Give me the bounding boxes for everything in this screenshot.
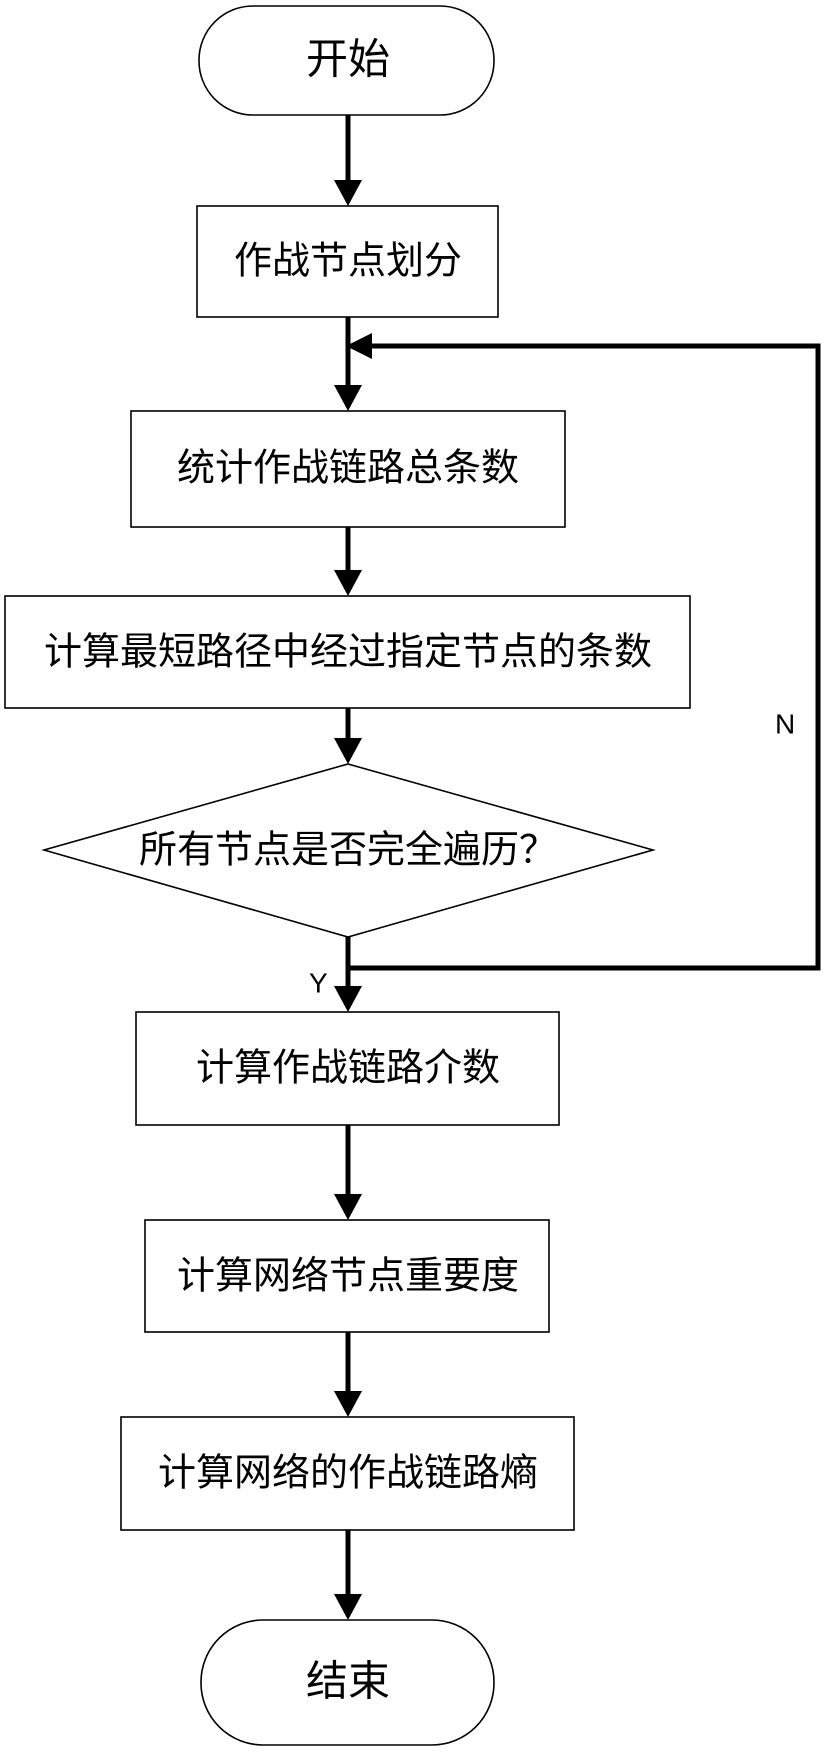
branch-yes-label: Y: [309, 967, 328, 998]
shortest-paths-node: 计算最短路径中经过指定节点的条数: [4, 595, 691, 709]
arrowhead-icon: [334, 385, 362, 411]
branch-no-label: N: [775, 708, 795, 739]
arrowhead-icon: [334, 1391, 362, 1417]
arrowhead-icon: [334, 1594, 362, 1620]
arrowhead-icon: [334, 738, 362, 764]
arrowhead-icon: [346, 333, 372, 359]
importance-node: 计算网络节点重要度: [144, 1219, 550, 1333]
arrowhead-icon: [334, 180, 362, 206]
decision-node: 所有节点是否完全遍历？: [41, 763, 656, 938]
end-label: 结束: [306, 1657, 390, 1706]
entropy-label: 计算网络的作战链路熵: [158, 1451, 538, 1495]
start-label: 开始: [306, 35, 390, 84]
connectors: [334, 115, 821, 1620]
importance-label: 计算网络节点重要度: [177, 1254, 519, 1298]
divide-node: 作战节点划分: [196, 205, 499, 318]
count-links-node: 统计作战链路总条数: [130, 410, 566, 528]
count-links-label: 统计作战链路总条数: [177, 446, 519, 490]
loop-back-no-path: [348, 343, 821, 971]
arrowhead-icon: [334, 1194, 362, 1220]
end-node: 结束: [200, 1619, 495, 1746]
decision-label: 所有节点是否完全遍历？: [139, 828, 557, 872]
start-node: 开始: [198, 5, 495, 116]
shortest-paths-label: 计算最短路径中经过指定节点的条数: [44, 630, 652, 674]
betweenness-node: 计算作战链路介数: [135, 1011, 560, 1126]
divide-label: 作战节点划分: [234, 239, 462, 283]
betweenness-label: 计算作战链路介数: [196, 1046, 500, 1090]
entropy-node: 计算网络的作战链路熵: [120, 1416, 575, 1531]
arrowhead-icon: [334, 570, 362, 596]
arrowhead-icon: [334, 986, 362, 1012]
